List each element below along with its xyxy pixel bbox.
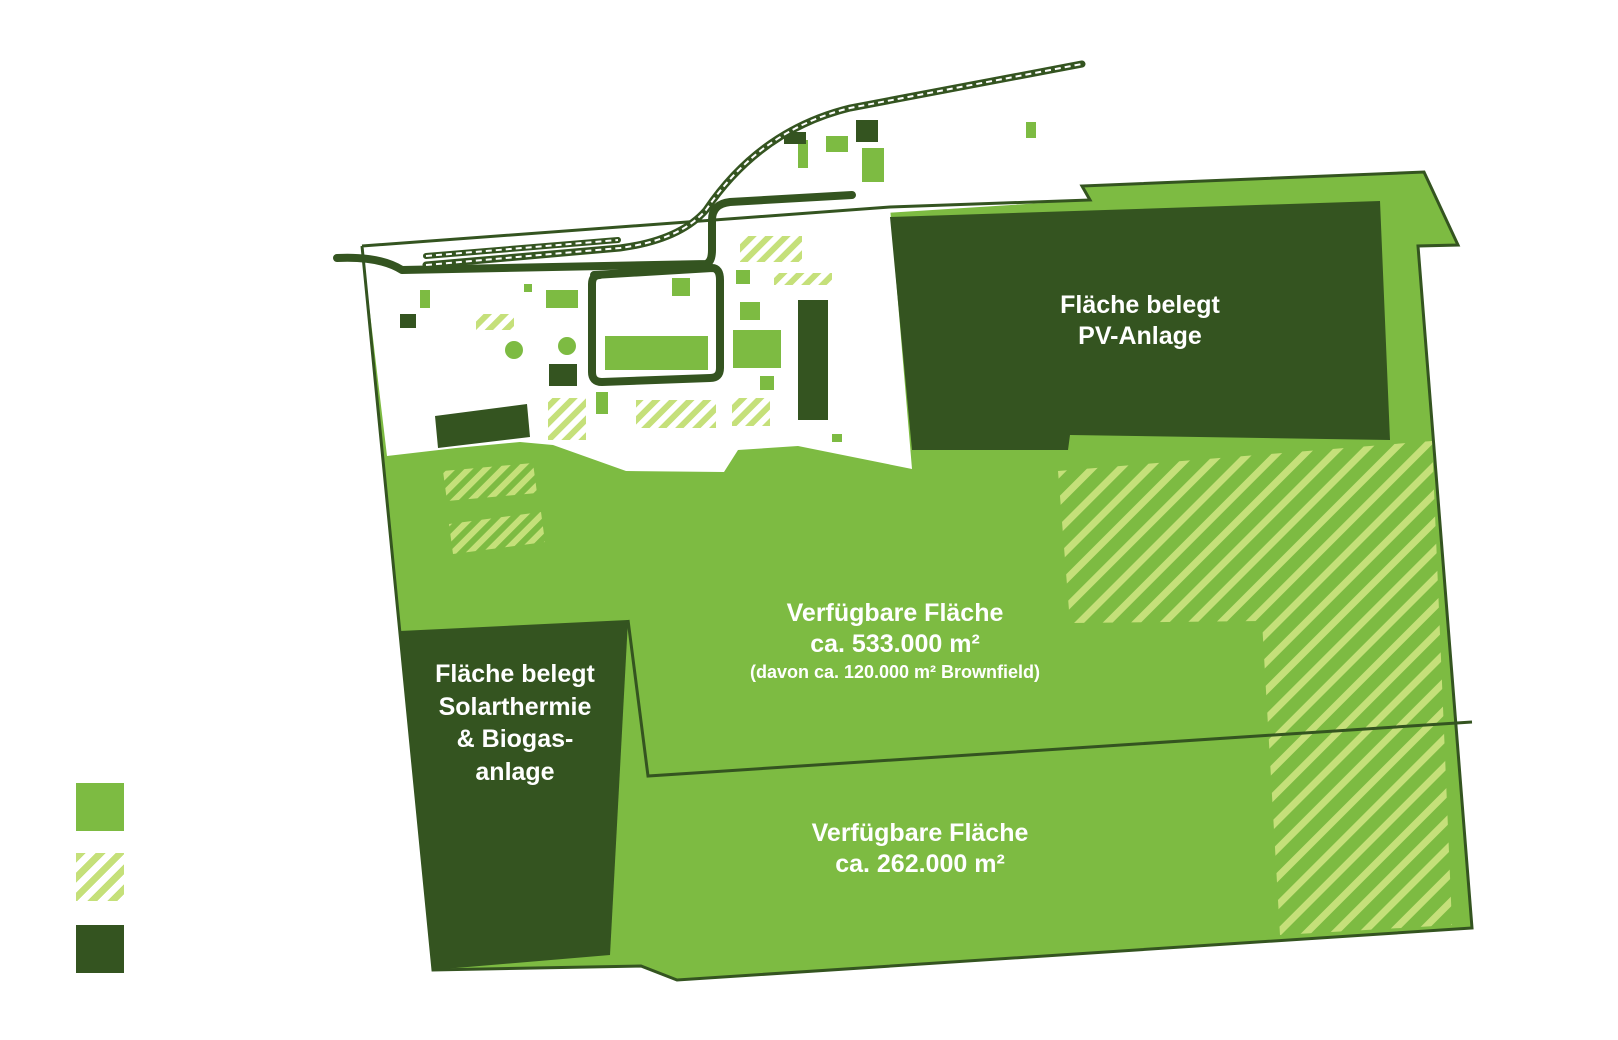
south-label-line2: ca. 262.000 m² bbox=[835, 850, 1005, 879]
south-label-line1: Verfügbare Fläche bbox=[811, 819, 1029, 847]
legend-swatch-occupied bbox=[76, 925, 124, 973]
main-label-line1: Verfügbare Fläche bbox=[786, 599, 1004, 627]
brownfield-hatch-area bbox=[1058, 441, 1452, 935]
site-outline-top bbox=[360, 170, 1474, 982]
legend-swatch-hatched bbox=[76, 853, 124, 901]
area-divider bbox=[626, 619, 1473, 778]
railway bbox=[422, 60, 1086, 269]
south-area-label: Verfügbare Fläche ca. 262.000 m² bbox=[760, 818, 1080, 881]
road-network bbox=[333, 191, 856, 386]
hatched-parcels bbox=[443, 463, 545, 554]
solar-biogas-area bbox=[400, 620, 628, 970]
pv-area bbox=[890, 201, 1390, 450]
solar-label-line3: & Biogas- bbox=[456, 725, 574, 753]
pv-area-label: Fläche belegt PV-Anlage bbox=[1000, 290, 1280, 353]
solar-label-line4: anlage bbox=[475, 757, 555, 786]
solar-label-line2: Solarthermie bbox=[438, 692, 592, 721]
main-label-line3: (davon ca. 120.000 m² Brownfield) bbox=[749, 661, 1041, 682]
solar-label-line1: Fläche belegt bbox=[435, 660, 595, 688]
hatched-buildings bbox=[476, 236, 832, 440]
main-area-label: Verfügbare Fläche ca. 533.000 m² (davon … bbox=[690, 598, 1100, 683]
pv-label-line1: Fläche belegt bbox=[1060, 291, 1220, 319]
legend-swatch-available bbox=[76, 783, 124, 831]
main-label-line2: ca. 533.000 m² bbox=[810, 630, 980, 659]
buildings-light bbox=[420, 122, 1036, 442]
buildings-dark bbox=[400, 120, 878, 448]
pv-label-line2: PV-Anlage bbox=[1078, 322, 1202, 351]
solar-area-label: Fläche belegt Solarthermie & Biogas- anl… bbox=[410, 658, 620, 788]
